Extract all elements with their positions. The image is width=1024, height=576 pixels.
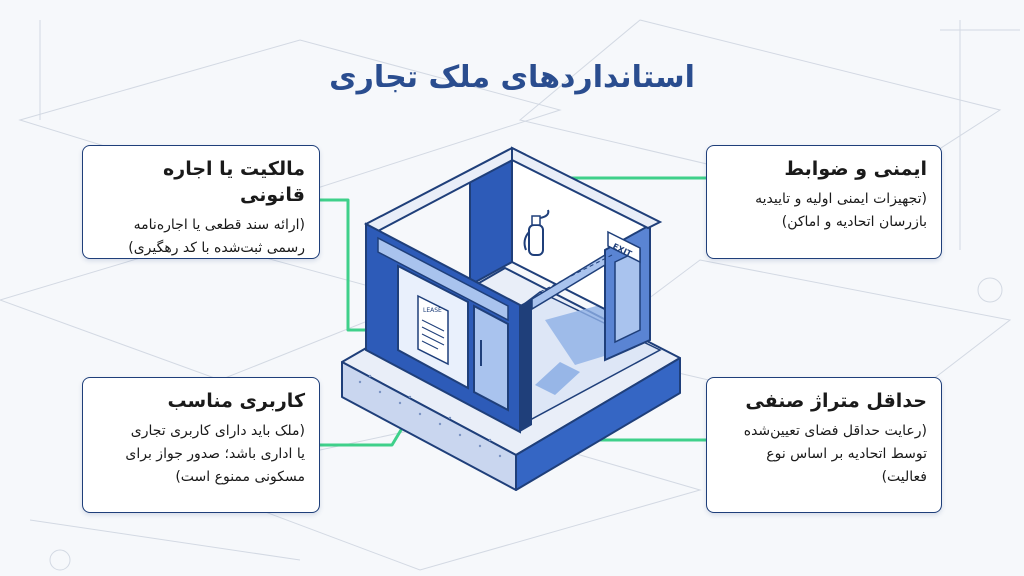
area-card: حداقل متراژ صنفی (رعایت حداقل فضای تعیین… [706,377,942,513]
page-title: استانداردهای ملک تجاری [329,60,695,95]
connector-usage [320,424,406,447]
safety-card: ایمنی و ضوابط (تجهیزات ایمنی اولیه و تای… [706,145,942,259]
safety-text: (تجهیزات ایمنی اولیه و تاییدیه بازرسان ا… [755,191,927,230]
area-title: حداقل متراژ صنفی [745,390,927,412]
usage-card: کاربری مناسب (ملک باید دارای کاربری تجار… [82,377,320,513]
safety-title: ایمنی و ضوابط [784,158,927,180]
area-text: (رعایت حداقل فضای تعیین‌شده توسط اتحادیه… [743,423,927,485]
lease-document-icon: LEASE [417,294,449,366]
ownership-text: (ارائه سند قطعی یا اجاره‌نامه رسمی ثبت‌ش… [128,217,305,256]
ownership-title: مالکیت یا اجاره قانونی [163,158,305,206]
usage-title: کاربری مناسب [167,390,305,412]
lease-label: LEASE [423,307,442,314]
fire-extinguisher-icon [523,209,550,256]
usage-text: (ملک باید دارای کاربری تجاری یا اداری با… [125,423,305,485]
ownership-card: مالکیت یا اجاره قانونی (ارائه سند قطعی ی… [82,145,320,259]
